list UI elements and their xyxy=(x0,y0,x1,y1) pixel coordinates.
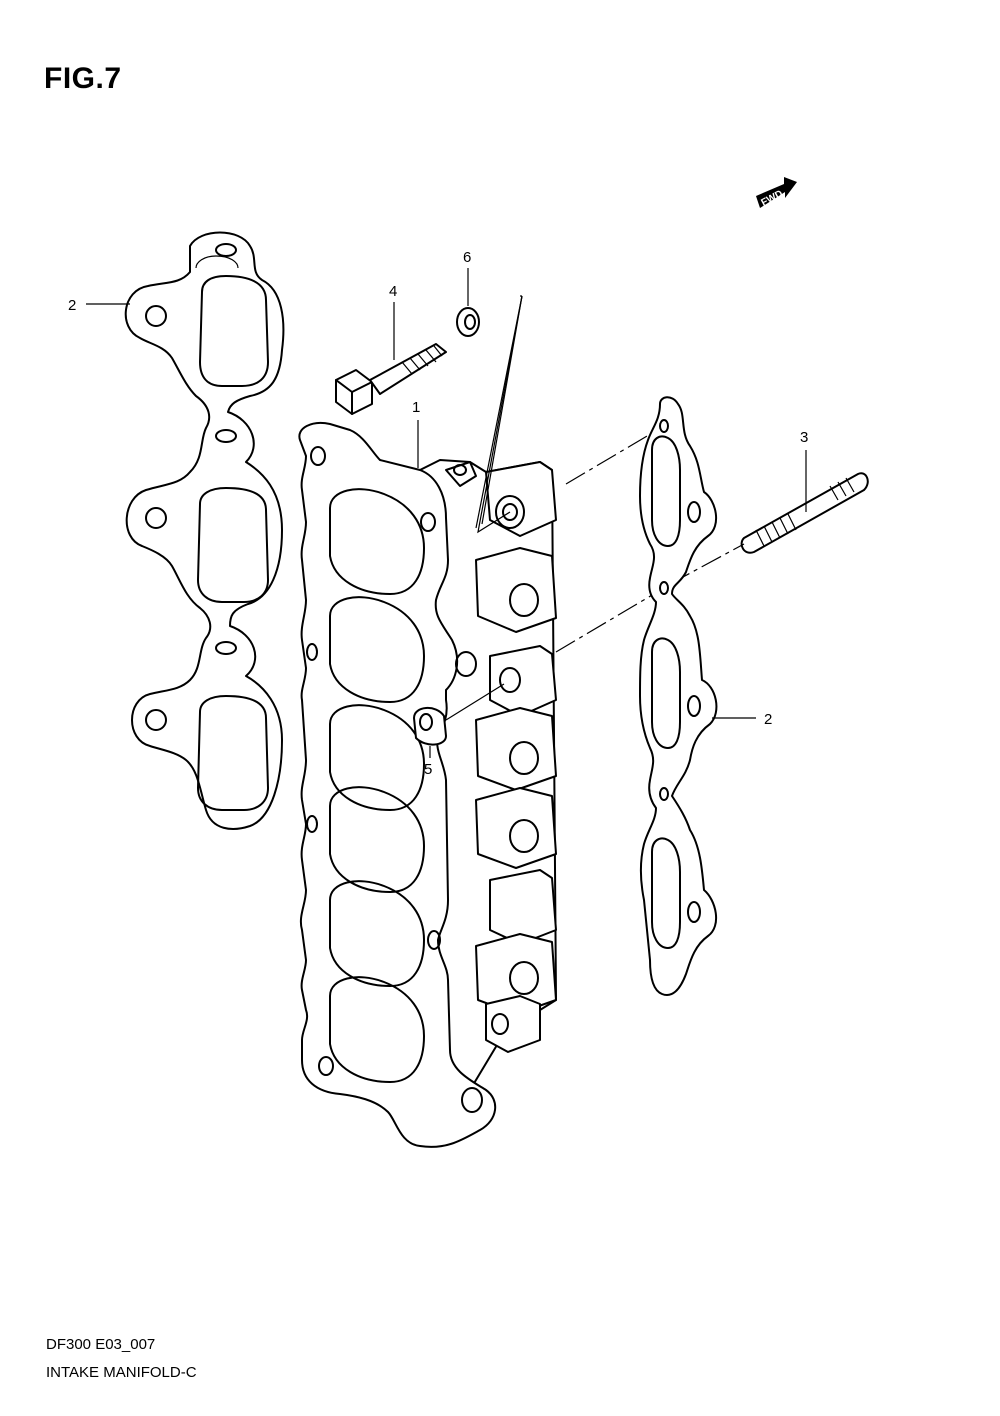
callout-3: 3 xyxy=(800,429,808,446)
callout-5: 5 xyxy=(424,761,432,778)
callout-4: 4 xyxy=(389,283,397,300)
fwd-arrow-icon: FWD xyxy=(756,177,797,209)
manifold-ports xyxy=(329,488,425,1083)
diagram-name: INTAKE MANIFOLD-C xyxy=(46,1364,197,1381)
fwd-label: FWD xyxy=(760,188,785,208)
gasket-left xyxy=(124,231,285,830)
manifold-side-bosses xyxy=(445,461,557,1053)
callout-1: 1 xyxy=(412,399,420,416)
intake-manifold xyxy=(298,422,557,1148)
callout-2-left: 2 xyxy=(68,297,76,314)
callout-6: 6 xyxy=(463,249,471,266)
figure-title: FIG.7 xyxy=(44,62,122,95)
diagram-code: DF300 E03_007 xyxy=(46,1336,156,1353)
gasket-right xyxy=(639,396,718,996)
callout-2-right: 2 xyxy=(764,711,772,728)
washer xyxy=(456,307,480,337)
nut xyxy=(413,707,447,746)
stud xyxy=(740,472,869,554)
bolt xyxy=(335,343,447,415)
